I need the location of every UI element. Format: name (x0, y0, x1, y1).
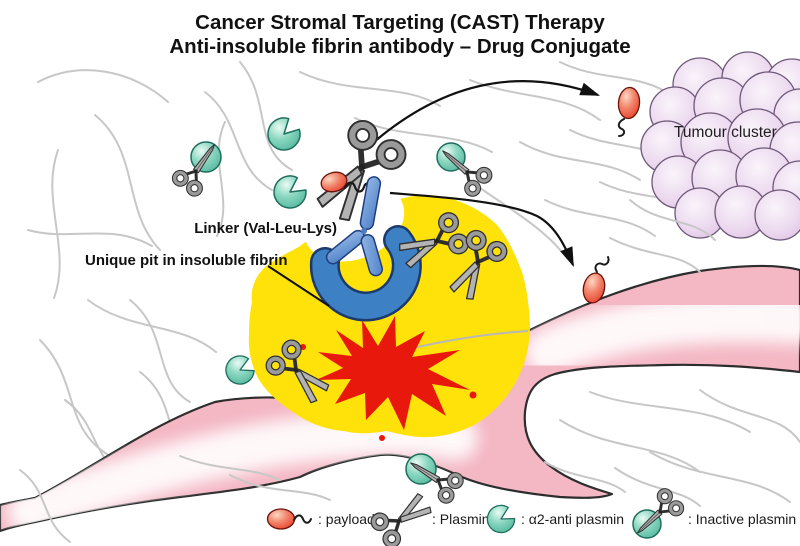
alpha2-anti-plasmin-icon (483, 501, 519, 537)
antibody (325, 176, 384, 277)
inactive-plasmin-icon (402, 449, 466, 506)
legend-label-alpha2-anti-plasmin: : α2-anti plasmin (521, 511, 624, 527)
tumour-cluster (640, 51, 800, 241)
title-line2: Anti-insoluble fibrin antibody – Drug Co… (169, 35, 630, 58)
tumour-cluster-label: Tumour cluster (674, 124, 777, 141)
pit-label: Unique pit in insoluble fibrin (85, 252, 288, 269)
title-line1: Cancer Stromal Targeting (CAST) Therapy (195, 11, 605, 34)
legend-label-plasmin: : Plasmin (432, 511, 490, 527)
arrow-to-tumour (373, 80, 601, 143)
alpha2-anti-plasmin-icon (270, 172, 310, 212)
plasmin-icon (368, 486, 438, 546)
legend-label-payload: : payload (318, 511, 375, 527)
payload-released-tumour (617, 86, 641, 137)
linker-label: Linker (Val-Leu-Lys) (194, 220, 337, 237)
arrow-to-vessel (389, 191, 575, 268)
legend-item-alpha2-anti-plasmin: : α2-anti plasmin (483, 501, 624, 537)
insoluble-fibrin-pit (309, 225, 422, 322)
fibrin-strand-mesh-front (19, 199, 800, 543)
legend-label-inactive-plasmin: : Inactive plasmin (688, 511, 796, 527)
payload-icon (266, 508, 312, 530)
legend-item-plasmin: : Plasmin (368, 486, 490, 546)
alpha2-anti-plasmin-icon (267, 117, 301, 151)
pit-pointer-line (267, 265, 330, 307)
legend-item-inactive-plasmin: : Inactive plasmin (624, 483, 796, 546)
payload-released-vessel (582, 256, 610, 304)
inactive-plasmin-icon (624, 483, 689, 546)
inactive-plasmin-icon (432, 138, 495, 199)
inactive-plasmin-icon (169, 135, 228, 199)
legend-item-payload: : payload (266, 508, 375, 530)
legend: : payload : Plasmin : α2-anti plasmin : … (266, 483, 796, 546)
